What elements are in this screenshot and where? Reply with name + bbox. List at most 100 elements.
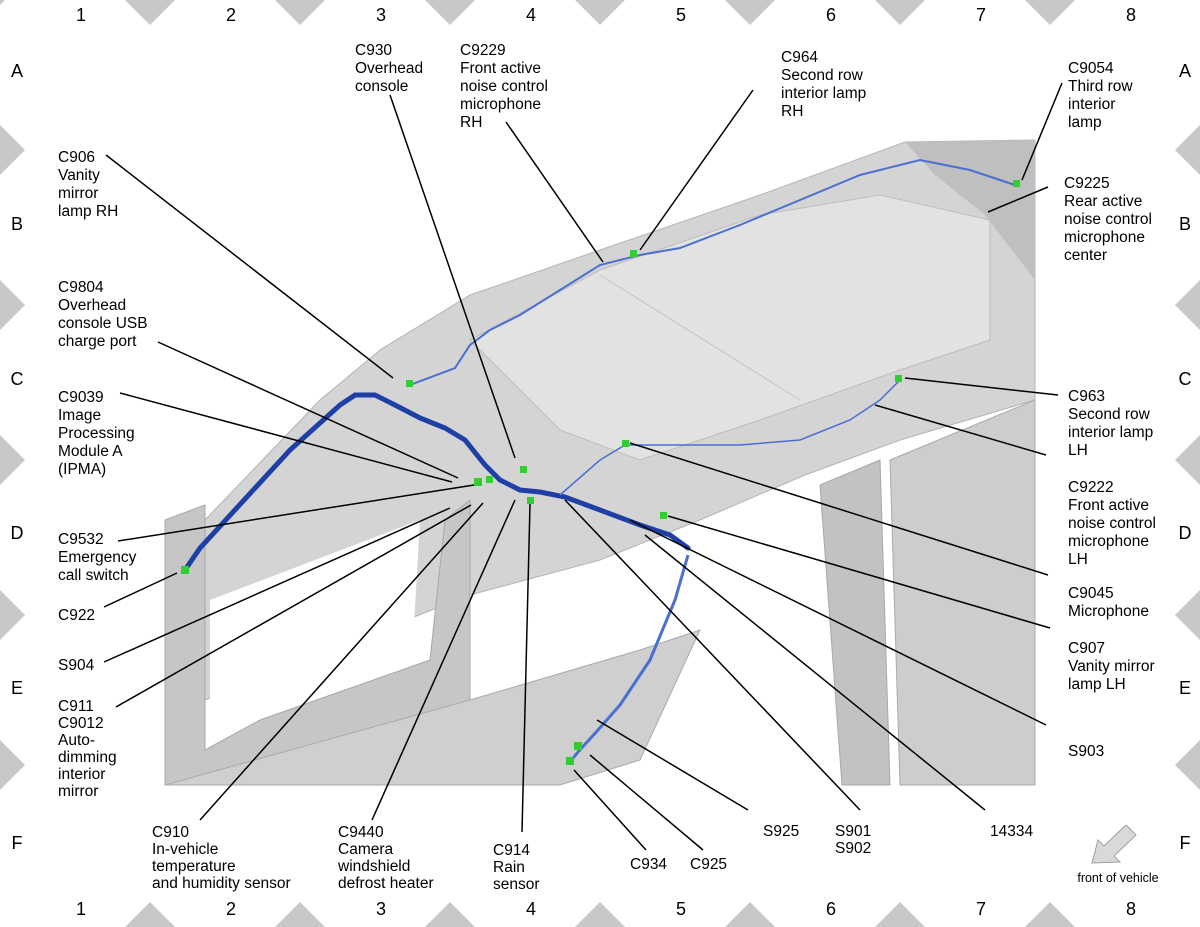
top-marker xyxy=(125,0,175,25)
connector-marker xyxy=(660,512,667,519)
col-label: 4 xyxy=(526,5,536,25)
right-marker xyxy=(1175,280,1200,330)
col-label: 1 xyxy=(76,899,86,919)
connector-marker xyxy=(486,476,493,483)
leader-line xyxy=(644,534,986,811)
leader-line xyxy=(667,515,1051,629)
leader-lines xyxy=(103,82,1063,851)
leader-line xyxy=(639,89,754,251)
leader-line xyxy=(103,507,451,663)
leader-line xyxy=(629,442,1049,576)
top-marker xyxy=(0,0,5,5)
callout-c963: C963 Second row interior lamp LH xyxy=(1068,388,1158,459)
callout-c914: C914 Rain sensor xyxy=(493,842,540,893)
callout-c907: C907 Vanity mirror lamp LH xyxy=(1068,640,1159,693)
row-label: B xyxy=(11,214,23,234)
leader-line xyxy=(573,769,647,851)
right-side-panel xyxy=(889,399,1036,786)
connector-marker xyxy=(527,497,534,504)
top-marker xyxy=(575,0,625,25)
col-label: 8 xyxy=(1126,899,1136,919)
col-label: 2 xyxy=(226,899,236,919)
row-label: A xyxy=(11,61,23,81)
callout-s903: S903 xyxy=(1068,743,1104,760)
connector-marker xyxy=(406,380,413,387)
right-marker xyxy=(1175,740,1200,790)
callout-c964: C964 Second row interior lamp RH xyxy=(781,49,871,120)
callout-c922: C922 xyxy=(58,607,95,624)
callout-c9039: C9039 Image Processing Module A (IPMA) xyxy=(58,389,139,478)
bottom-marker xyxy=(575,902,625,927)
col-label: 7 xyxy=(976,899,986,919)
callout-14334: 14334 xyxy=(990,823,1033,840)
leader-line xyxy=(199,502,484,821)
leader-line xyxy=(157,341,459,479)
connector-marker xyxy=(181,566,189,574)
callout-s901: S901 S902 xyxy=(835,823,876,857)
callout-c911: C911 C9012 Auto- dimming interior mirror xyxy=(58,698,121,800)
lower-sill xyxy=(164,629,701,786)
pillar-harness xyxy=(568,554,690,763)
callout-c934: C934 xyxy=(630,856,667,873)
col-label: 4 xyxy=(526,899,536,919)
col-label: 2 xyxy=(226,5,236,25)
rear-harness xyxy=(559,379,901,496)
row-label: D xyxy=(1179,523,1192,543)
connectors xyxy=(181,180,1020,765)
row-labels-left: A B C D E F xyxy=(11,61,24,853)
column-labels-top: 1 2 3 4 5 6 7 8 xyxy=(76,5,1136,25)
row-label: B xyxy=(1179,214,1191,234)
right-marker xyxy=(1175,590,1200,640)
leader-line xyxy=(589,754,704,851)
sunroof-glass xyxy=(469,194,991,461)
bottom-marker xyxy=(875,902,925,927)
leader-line xyxy=(117,484,475,542)
row-label: D xyxy=(11,523,24,543)
callout-c925: C925 xyxy=(690,856,727,873)
wire-harness xyxy=(182,158,1016,763)
connector-marker xyxy=(630,250,637,257)
row-label: E xyxy=(11,678,23,698)
bottom-marker xyxy=(125,902,175,927)
leader-line xyxy=(987,186,1049,213)
callout-c9532: C9532 Emergency call switch xyxy=(58,531,141,584)
rear-header xyxy=(905,140,1035,280)
connector-marker xyxy=(474,478,482,486)
right-marker xyxy=(1175,125,1200,175)
left-marker xyxy=(0,280,25,330)
row-label: C xyxy=(11,369,24,389)
bottom-marker xyxy=(275,902,325,927)
row-label: C xyxy=(1179,369,1192,389)
main-harness xyxy=(182,392,691,573)
leader-line xyxy=(521,503,531,833)
callout-labels: C930 Overhead console C9229 Front active… xyxy=(58,42,1160,893)
callout-c9222: C9222 Front active noise control microph… xyxy=(1068,479,1160,568)
callout-c910: C910 In-vehicle temperature and humidity… xyxy=(152,824,291,892)
sunroof-divider xyxy=(599,274,801,401)
connector-marker xyxy=(520,466,527,473)
leader-line xyxy=(371,499,516,821)
callout-c9225: C9225 Rear active noise control micropho… xyxy=(1064,175,1156,264)
row-label: F xyxy=(12,833,23,853)
col-label: 3 xyxy=(376,5,386,25)
callout-c9804: C9804 Overhead console USB charge port xyxy=(58,279,152,350)
vehicle-roof-structure xyxy=(164,139,1036,786)
top-marker xyxy=(425,0,475,25)
callout-c9229: C9229 Front active noise control microph… xyxy=(460,42,552,131)
col-label: 5 xyxy=(676,5,686,25)
leader-line xyxy=(1021,82,1063,181)
connector-marker xyxy=(566,757,574,765)
top-marker xyxy=(1025,0,1075,25)
connector-marker xyxy=(895,375,902,382)
col-label: 6 xyxy=(826,899,836,919)
row-label: E xyxy=(1179,678,1191,698)
left-marker xyxy=(0,590,25,640)
left-marker xyxy=(0,125,25,175)
callout-c9045: C9045 Microphone xyxy=(1068,585,1149,620)
left-marker xyxy=(0,740,25,790)
left-marker xyxy=(0,435,25,485)
leader-line xyxy=(505,121,604,263)
bottom-marker xyxy=(425,902,475,927)
connector-marker xyxy=(574,742,582,750)
